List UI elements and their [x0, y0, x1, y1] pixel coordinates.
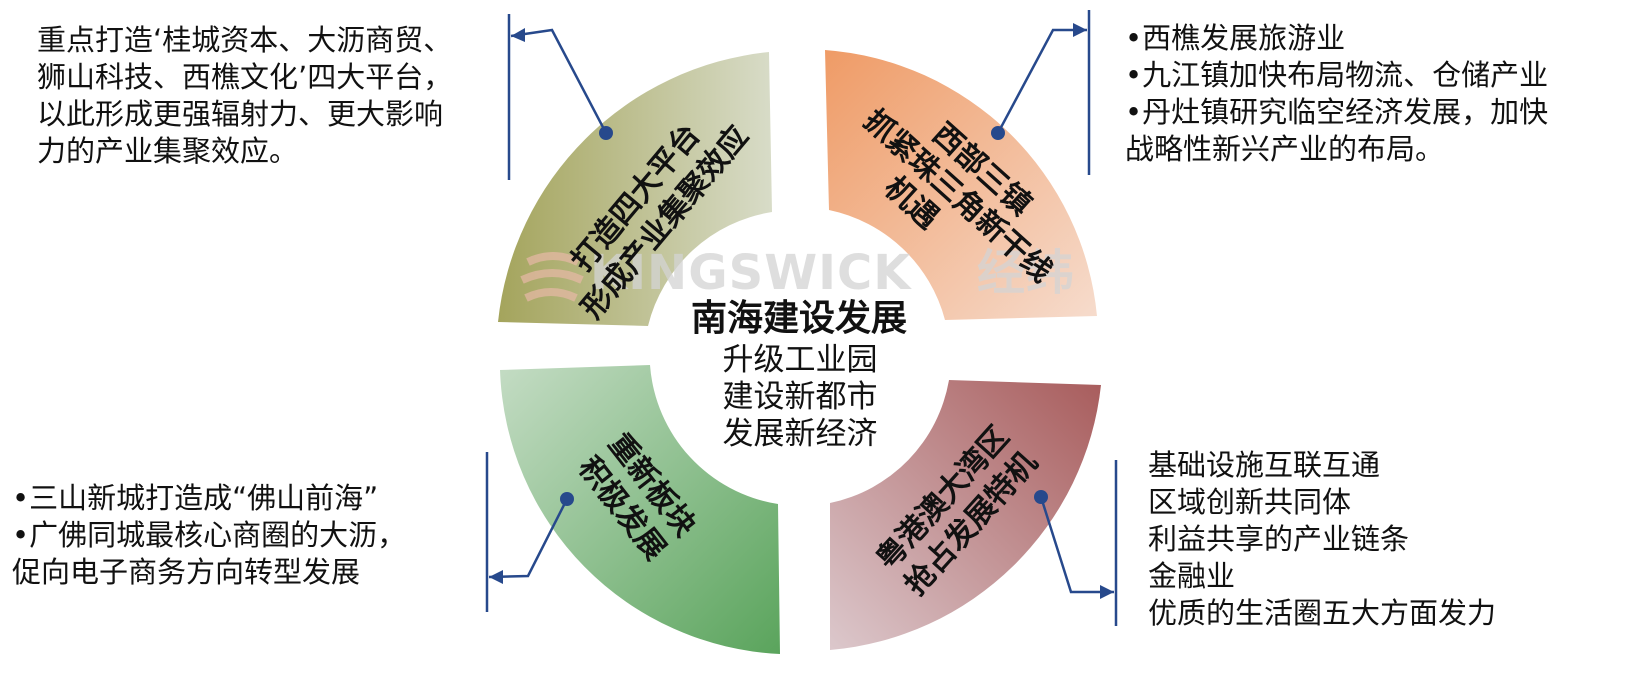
center-line-1: 升级工业园 [723, 342, 878, 378]
connector-top-right [991, 10, 1091, 175]
note-bottom-left-line-3: 促向电子商务方向转型发展 [12, 555, 361, 589]
segment-bottom-right [830, 380, 1101, 650]
watermark: KINGSWICK 经纬 [520, 245, 1075, 302]
segment-top-right [825, 50, 1097, 320]
note-bottom-right: 基础设施互联互通 区域创新共同体 利益共享的产业链条 金融业 优质的生活圈五大方… [1148, 447, 1496, 632]
watermark-latin: KINGSWICK [590, 245, 912, 301]
watermark-logo-icon [520, 252, 584, 302]
center-line-2: 建设新都市 [723, 379, 878, 415]
note-top-left-line-2: 狮山科技、西樵文化’四大平台， [37, 60, 453, 94]
note-top-right-line-4: 战略性新兴产业的布局。 [1125, 132, 1445, 166]
note-top-right: •西樵发展旅游业 •九江镇加快布局物流、仓储产业 •丹灶镇研究临空经济发展，加快… [1125, 20, 1548, 168]
note-bottom-right-line-1: 基础设施互联互通 [1148, 448, 1381, 482]
note-top-right-line-2: •九江镇加快布局物流、仓储产业 [1125, 58, 1549, 92]
connector-top-left [507, 14, 613, 180]
note-bottom-right-line-5: 优质的生活圈五大方面发力 [1148, 596, 1497, 630]
note-bottom-left-line-1: •三山新城打造成“佛山前海” [12, 481, 379, 515]
center-line-3: 发展新经济 [723, 416, 878, 452]
connector-bottom-left [485, 452, 574, 612]
center-title: 南海建设发展 [691, 298, 907, 339]
note-bottom-right-line-2: 区域创新共同体 [1148, 485, 1352, 519]
note-top-left-line-1: 重点打造‘桂城资本、大沥商贸、 [37, 23, 453, 57]
note-bottom-right-line-3: 利益共享的产业链条 [1148, 522, 1410, 556]
note-bottom-left-line-2: •广佛同城最核心商圈的大沥， [12, 518, 407, 552]
note-top-left-line-3: 以此形成更强辐射力、更大影响 [37, 97, 444, 131]
note-top-right-line-3: •丹灶镇研究临空经济发展，加快 [1125, 95, 1549, 129]
connector-bottom-right [1034, 460, 1118, 626]
note-bottom-left: •三山新城打造成“佛山前海” •广佛同城最核心商圈的大沥， 促向电子商务方向转型… [12, 480, 406, 591]
note-top-left: 重点打造‘桂城资本、大沥商贸、 狮山科技、西樵文化’四大平台， 以此形成更强辐射… [37, 22, 452, 170]
note-top-right-line-1: •西樵发展旅游业 [1125, 21, 1346, 55]
segment-bottom-left [500, 365, 780, 654]
watermark-chinese: 经纬 [977, 245, 1075, 301]
note-bottom-right-line-4: 金融业 [1148, 559, 1236, 593]
note-top-left-line-4: 力的产业集聚效应。 [37, 134, 299, 168]
